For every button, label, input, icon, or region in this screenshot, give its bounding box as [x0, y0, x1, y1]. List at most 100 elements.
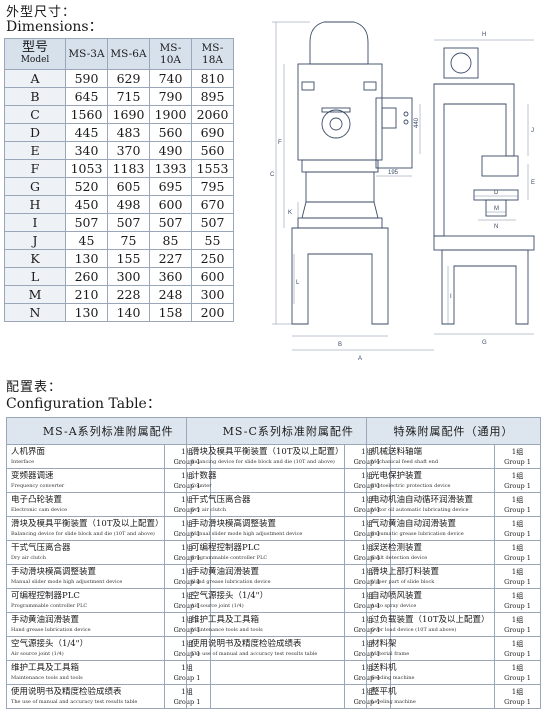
- config-item-cn: 整平机: [371, 686, 397, 697]
- label-j: J: [531, 128, 534, 134]
- config-item-en: Manual slider mode high adjustment devic…: [191, 530, 303, 537]
- config-item-cn: 自动喷风装置: [371, 590, 423, 601]
- dimension-value: 507: [107, 213, 150, 232]
- config-item-en: Balancing device for slide block and die…: [191, 458, 335, 465]
- dimension-label: F: [4, 159, 66, 178]
- config-item-en: Interface: [11, 458, 35, 465]
- config-item-en: Dry air clutch: [191, 506, 227, 513]
- dimension-label: B: [4, 87, 66, 106]
- label-k: K: [288, 210, 292, 216]
- dimension-value: 248: [149, 285, 192, 304]
- dimension-value: 590: [65, 69, 108, 88]
- config-item-en: Pneumatic grease lubrication device: [371, 530, 464, 537]
- dimension-value: 507: [149, 213, 192, 232]
- label-f: F: [278, 140, 282, 146]
- dimension-value: 300: [107, 267, 150, 286]
- config-row: 滑块及模具平衡装置（10T及以上配置）Balancing device for …: [6, 516, 211, 541]
- dimension-lines: [272, 21, 534, 351]
- config-quantity-cn: 1组: [511, 591, 524, 600]
- front-view-lamp-right: [363, 81, 377, 91]
- dimension-value: 227: [149, 249, 192, 268]
- dimension-value: 740: [149, 69, 192, 88]
- dimension-value: 695: [149, 177, 192, 196]
- dimensions-header-row: 型号 Model MS-3A MS-6A MS-10A MS-18A: [4, 38, 234, 70]
- config-item-cn: 过负载装置（10T及以上配置）: [371, 614, 490, 625]
- config-item-cn: 干式气压离合器: [191, 494, 251, 505]
- config-item-en: Electronic cam device: [11, 506, 68, 513]
- dimension-label: K: [4, 249, 66, 268]
- config-item-en: Maintenance tools and tools: [191, 626, 263, 633]
- config-item-en: Feeding machine: [371, 674, 415, 681]
- config-quantity-cn: 1组: [511, 615, 524, 624]
- side-view-c-frame: [433, 83, 515, 237]
- dimension-label: E: [4, 141, 66, 160]
- config-item-cn: 机械送料轴端: [371, 446, 423, 457]
- dimension-value: 895: [191, 87, 234, 106]
- front-view-lamp-left: [301, 81, 315, 91]
- config-item-cn: 手动黄油润滑装置: [11, 614, 80, 625]
- config-item: [186, 684, 345, 709]
- dimension-value: 1900: [149, 105, 192, 124]
- label-e: E: [531, 180, 535, 186]
- dimension-value: 1393: [149, 159, 192, 178]
- label-b: B: [338, 342, 342, 348]
- config-item-cn: 手动滑块模高调整装置: [191, 518, 277, 529]
- label-d: D: [494, 190, 499, 196]
- dimension-value: 560: [149, 123, 192, 142]
- dimension-value: 340: [65, 141, 108, 160]
- config-heading-en: Configuration Table：: [6, 396, 161, 412]
- side-view: [433, 47, 535, 325]
- front-view-knob: [403, 119, 409, 125]
- config-quantity-en: Group 1: [504, 649, 531, 658]
- front-view-flywheel: [321, 109, 351, 139]
- config-item-en: Hand grease lubrication device: [11, 626, 91, 633]
- dimension-value: 600: [191, 267, 234, 286]
- dimension-value: 85: [149, 231, 192, 250]
- config-item-cn: 滑块及模具平衡装置（10T及以上配置）: [191, 446, 344, 457]
- config-item-cn: 空气源接头（1/4"）: [11, 638, 89, 649]
- dimension-value: 810: [191, 69, 234, 88]
- config-item-en: Frequency converter: [11, 482, 65, 489]
- config-item-en: Over load device (10T and above): [371, 626, 457, 633]
- model-column-header: MS-18A: [191, 38, 234, 70]
- config-item-en: Counter: [191, 482, 212, 489]
- dimension-label: N: [4, 303, 66, 322]
- dimension-value: 1690: [107, 105, 150, 124]
- config-row: 过负载装置（10T及以上配置）Over load device (10T and…: [366, 612, 541, 637]
- dimension-label: J: [4, 231, 66, 250]
- config-table-title: 特殊附属配件（通用）: [366, 417, 541, 445]
- config-quantity-cn: 1组: [511, 639, 524, 648]
